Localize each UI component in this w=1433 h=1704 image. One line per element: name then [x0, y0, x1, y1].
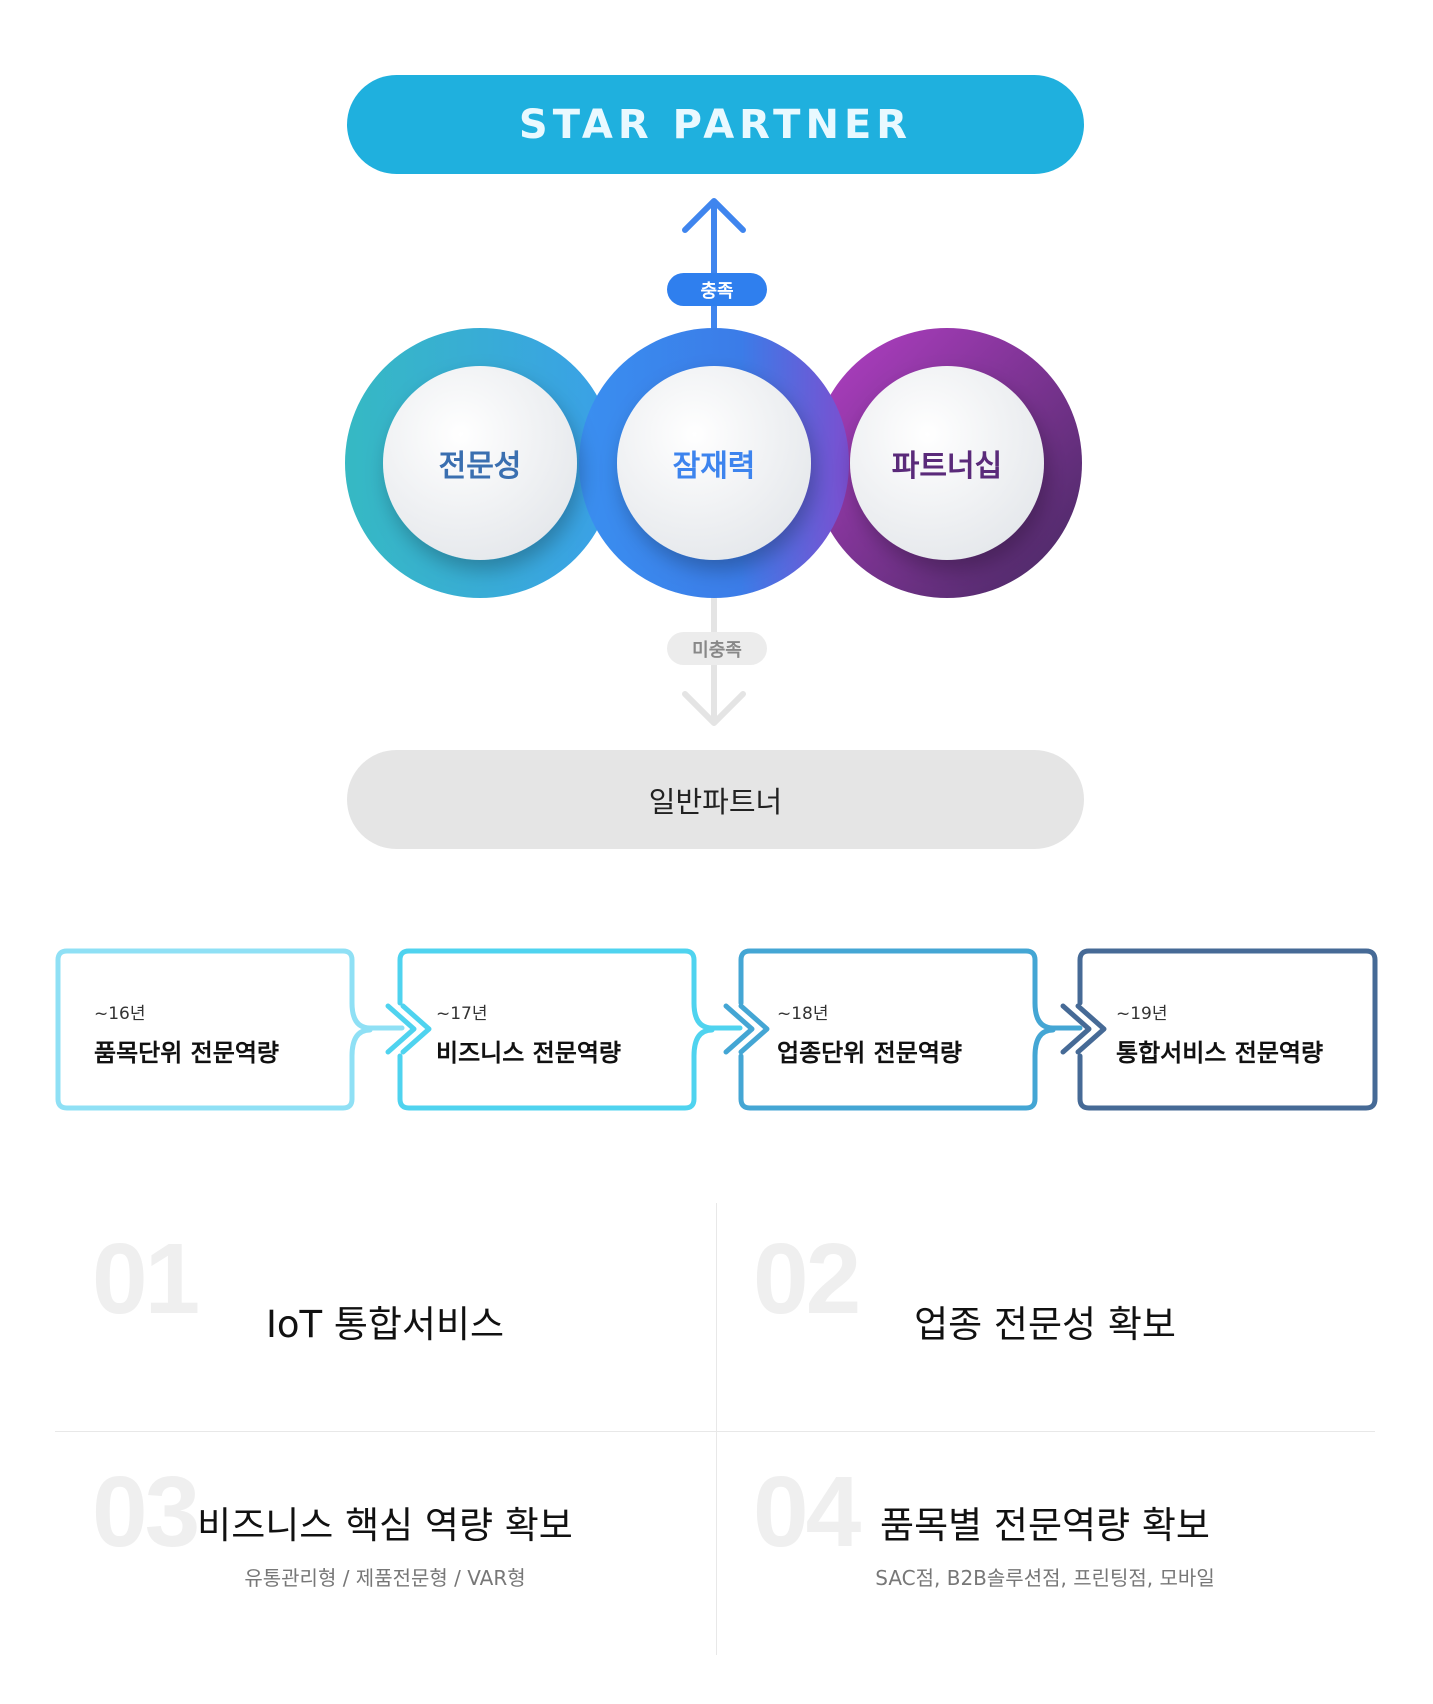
- step-2: ~17년 비즈니스 전문역량: [400, 949, 693, 1107]
- quadrant-title-2: 업종 전문성 확보: [914, 1303, 1176, 1346]
- star-partner-banner: STAR PARTNER: [347, 75, 1084, 174]
- chevron-right-icon: [1032, 1000, 1107, 1059]
- chevron-right-icon: [349, 1000, 432, 1059]
- horizontal-divider: [55, 1431, 1375, 1432]
- steps-frames: [55, 948, 1378, 1111]
- step-year: ~19년: [1116, 1004, 1168, 1024]
- vertical-divider: [716, 1203, 717, 1655]
- step-year: ~18년: [777, 1004, 829, 1024]
- step-name: 업종단위 전문역량: [777, 1039, 962, 1067]
- step-frame-1: [55, 948, 355, 1111]
- circle-label-potential: 잠재력: [672, 449, 756, 484]
- step-year: ~16년: [94, 1004, 146, 1024]
- disc-partnership: [850, 366, 1044, 560]
- quadrant-subtitle-3: 유통관리형 / 제품전문형 / VAR형: [244, 1566, 526, 1590]
- quadrant-number-2: 02: [753, 1223, 861, 1335]
- circle-label-partnership: 파트너십: [891, 449, 1003, 484]
- quadrant-title-1: IoT 통합서비스: [265, 1303, 505, 1346]
- unsatisfied-badge: 미충족: [667, 632, 767, 665]
- step-3: ~18년 업종단위 전문역량: [741, 949, 1034, 1107]
- arrow-up-icon: [682, 198, 746, 332]
- step-frame-2: [397, 948, 697, 1111]
- step-name: 품목단위 전문역량: [94, 1039, 279, 1067]
- quadrant-title-4: 품목별 전문역량 확보: [880, 1504, 1210, 1547]
- step-1: ~16년 품목단위 전문역량: [58, 949, 351, 1107]
- quadrant-number-1: 01: [92, 1223, 200, 1335]
- disc-expertise: [383, 366, 577, 560]
- step-name: 비즈니스 전문역량: [436, 1039, 621, 1067]
- step-frame-4: [1077, 948, 1378, 1111]
- quadrant-number-4: 04: [753, 1456, 861, 1568]
- partner-rings-diagram: [345, 198, 1082, 726]
- step-year: ~17년: [436, 1004, 488, 1024]
- step-4: ~19년 통합서비스 전문역량: [1080, 949, 1373, 1107]
- quadrant-number-3: 03: [92, 1456, 200, 1568]
- general-partner-banner: 일반파트너: [347, 750, 1084, 849]
- satisfied-badge: 충족: [667, 273, 767, 306]
- quadrant-subtitle-4: SAC점, B2B솔루션점, 프린팅점, 모바일: [875, 1566, 1215, 1590]
- step-frame-3: [738, 948, 1038, 1111]
- quadrant-title-3: 비즈니스 핵심 역량 확보: [197, 1504, 573, 1547]
- disc-potential: [617, 366, 811, 560]
- circle-label-expertise: 전문성: [438, 449, 522, 484]
- chevron-right-icon: [691, 1000, 770, 1059]
- step-name: 통합서비스 전문역량: [1116, 1039, 1324, 1067]
